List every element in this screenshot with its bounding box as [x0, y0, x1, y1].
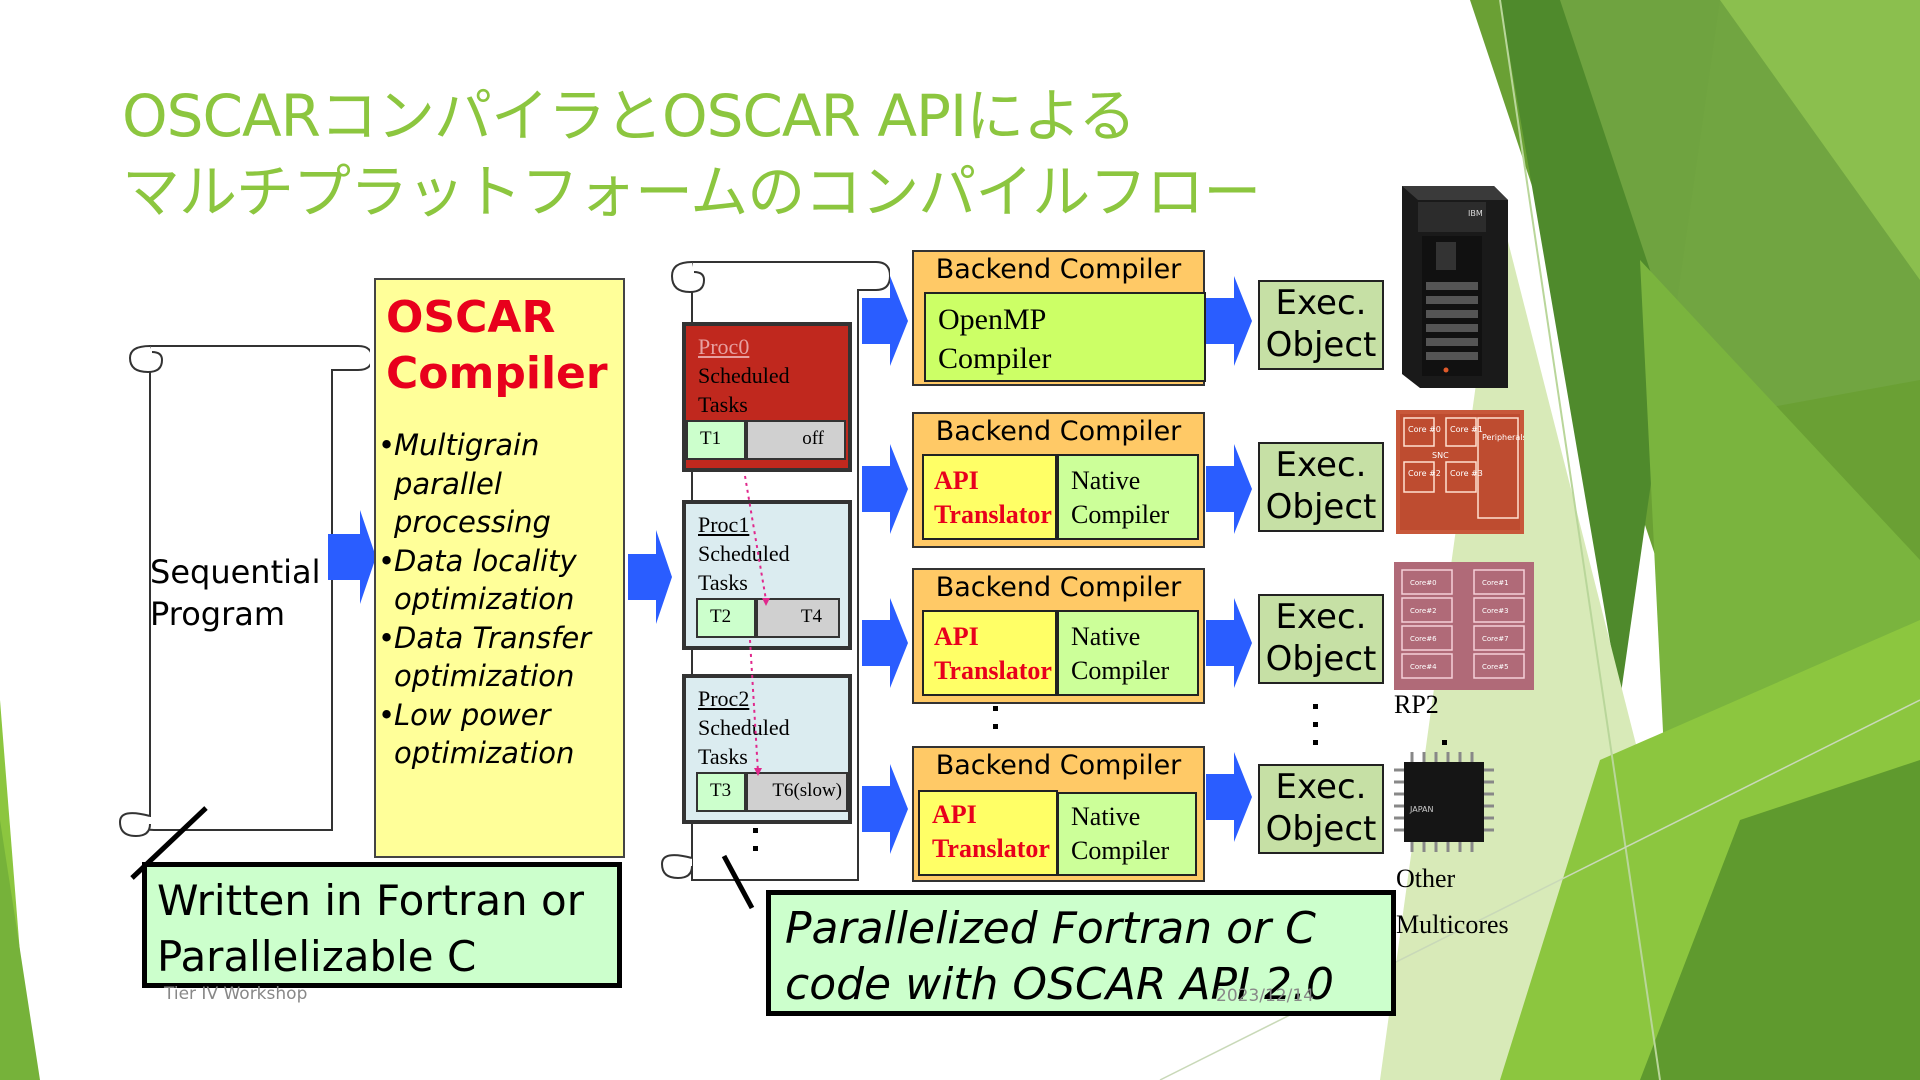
proc1-name: Proc1: [698, 512, 750, 537]
arrow-to-exec-4: [1206, 752, 1252, 842]
proc0-box: Proc0 Scheduled Tasks T1 off: [682, 322, 852, 472]
backend-title: Backend Compiler: [935, 572, 1182, 603]
task-t2: T2: [696, 598, 756, 638]
more-backends-dots: [993, 706, 999, 742]
other-multicore-chip-image: JAPAN: [1394, 752, 1494, 852]
title-line-2: マルチプラットフォームのコンパイルフロー: [122, 158, 1261, 226]
api-translator-box: API Translator: [922, 610, 1057, 696]
backend-title: Backend Compiler: [935, 750, 1182, 781]
task-off: off: [746, 420, 846, 460]
callout-line-right: [721, 854, 755, 910]
exec-object-4: Exec.Object: [1258, 764, 1384, 854]
other-multicores-label: Other Multicores: [1396, 864, 1509, 939]
native-compiler-box: Native Compiler: [1057, 792, 1197, 876]
multicore-chip-a-image: Core #0 Core #1 Core #2 Core #3 Peripher…: [1396, 410, 1524, 534]
arrow-seq-to-oscar: [328, 510, 376, 604]
task-t6: T6(slow): [746, 772, 848, 812]
core-label: Core#0: [1410, 579, 1437, 587]
native-compiler-box: Native Compiler: [1057, 610, 1199, 696]
api-translator-box: API Translator: [918, 790, 1058, 876]
arrow-to-backend-2: [862, 444, 908, 534]
feature-item: Data Transfer optimization: [378, 619, 623, 696]
ibm-logo-text: IBM: [1468, 209, 1483, 218]
arrow-to-backend-1: [862, 276, 908, 366]
openmp-compiler-box: OpenMP Compiler: [924, 292, 1206, 382]
more-procs-dots: [753, 828, 759, 864]
task-dependency-arrows: [744, 475, 770, 776]
core-label: Core #0: [1408, 425, 1441, 434]
chip-text: JAPAN: [1409, 805, 1433, 814]
proc2-box: Proc2 Scheduled Tasks T3 T6(slow): [682, 674, 852, 824]
exec-object-1: Exec.Object: [1258, 280, 1384, 370]
native-compiler-box: Native Compiler: [1057, 454, 1199, 540]
backend-compiler-4: Backend Compiler API Translator Native C…: [912, 746, 1205, 882]
oscar-compiler-box: OSCAR Compiler Multigrain parallel proce…: [374, 278, 625, 858]
oscar-feature-list: Multigrain parallel processing Data loca…: [378, 426, 623, 773]
feature-item: Data locality optimization: [378, 542, 623, 619]
api-translator-box: API Translator: [922, 454, 1057, 540]
core-label: Core #3: [1450, 469, 1483, 478]
arrow-to-backend-3: [862, 598, 908, 688]
exec-object-2: Exec.Object: [1258, 442, 1384, 532]
sequential-program-label: Sequential Program: [150, 553, 321, 633]
core-label: Core#5: [1482, 663, 1509, 671]
title-line-1: OSCARコンパイラとOSCAR APIによる: [122, 82, 1136, 150]
proc1-box: Proc1 Scheduled Tasks T2 T4: [682, 500, 852, 650]
feature-item: Multigrain parallel processing: [378, 426, 623, 542]
ibm-server-image: IBM: [1402, 186, 1508, 388]
core-label: Core#2: [1410, 607, 1437, 615]
core-label: Core#6: [1410, 635, 1437, 643]
more-hardware-dots: [1442, 740, 1448, 758]
core-label: Core#4: [1410, 663, 1437, 671]
more-exec-dots: [1313, 704, 1319, 758]
exec-object-3: Exec.Object: [1258, 594, 1384, 684]
core-label: Core #1: [1450, 425, 1483, 434]
note-written-in-fortran: Written in Fortran or Parallelizable C: [142, 862, 622, 988]
oscar-compiler-title: OSCAR Compiler: [386, 292, 608, 399]
slide-title: OSCARコンパイラとOSCAR APIによる マルチプラットフォームのコンパイ…: [122, 78, 1261, 230]
footer-left: Tier IV Workshop: [164, 984, 308, 1004]
arrow-to-exec-3: [1206, 598, 1252, 688]
task-t3: T3: [696, 772, 746, 812]
task-t1: T1: [686, 420, 746, 460]
core-label: Peripherals: [1482, 433, 1524, 442]
core-label: Core #2: [1408, 469, 1441, 478]
backend-compiler-2: Backend Compiler API Translator Native C…: [912, 412, 1205, 548]
rp2-chip-image: Core#0 Core#1 Core#2 Core#3 Core#6 Core#…: [1394, 562, 1534, 690]
sequential-scroll: [118, 345, 370, 838]
core-label: Core#7: [1482, 635, 1509, 643]
feature-item: Low power optimization: [378, 696, 623, 773]
proc2-name: Proc2: [698, 686, 750, 711]
note-parallelized-code: Parallelized Fortran or C code with OSCA…: [766, 890, 1396, 1016]
core-label: Core#3: [1482, 607, 1509, 615]
rp2-label: RP2: [1394, 690, 1439, 719]
backend-title: Backend Compiler: [935, 416, 1182, 447]
arrow-to-exec-2: [1206, 444, 1252, 534]
footer-date: 2023/12/14: [1216, 986, 1314, 1006]
arrow-oscar-to-parallel: [628, 530, 672, 624]
backend-title: Backend Compiler: [935, 254, 1182, 285]
backend-compiler-openmp: Backend Compiler OpenMP Compiler: [912, 250, 1206, 386]
task-t4: T4: [756, 598, 840, 638]
arrow-to-exec-1: [1206, 276, 1252, 366]
core-label: SNC: [1432, 451, 1449, 460]
core-label: Core#1: [1482, 579, 1509, 587]
backend-compiler-3: Backend Compiler API Translator Native C…: [912, 568, 1205, 704]
proc0-name: Proc0: [698, 334, 750, 359]
arrow-to-backend-4: [862, 764, 908, 854]
